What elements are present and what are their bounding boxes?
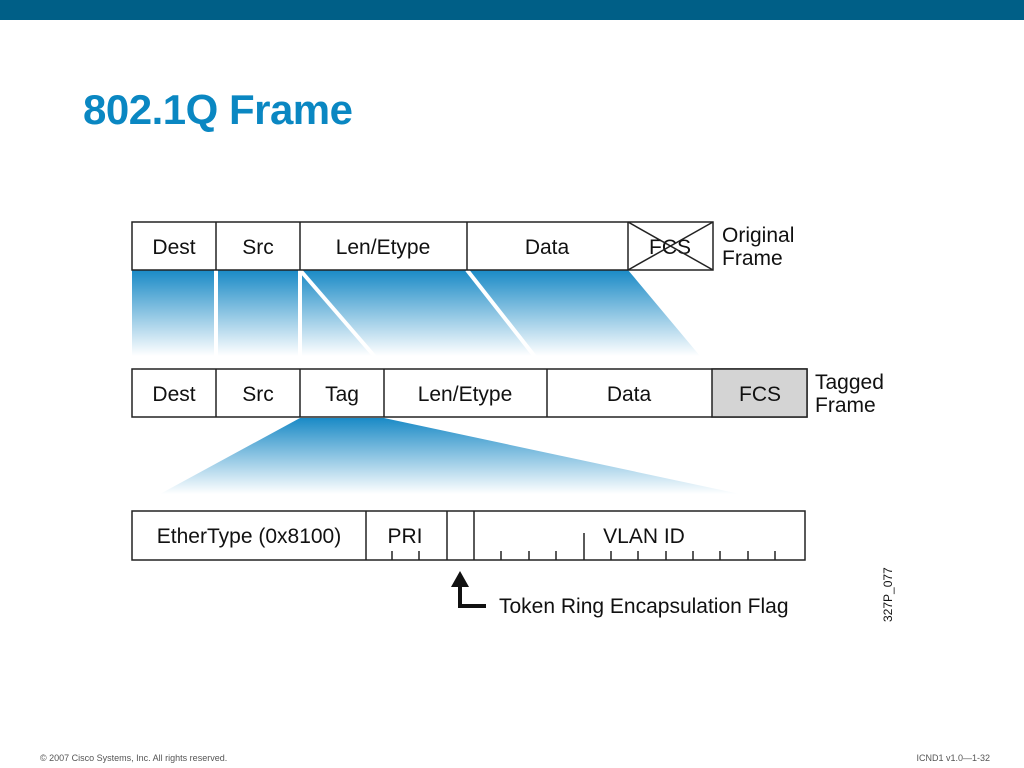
tagged-frame-label: Frame (815, 394, 876, 417)
original-field-dest: Dest (152, 236, 195, 259)
callout: Token Ring Encapsulation Flag (451, 571, 789, 618)
tagged-field-fcs: FCS (739, 383, 781, 406)
tagged-frame-box (131, 368, 808, 418)
fcs-cross-mark (627, 221, 714, 271)
tagged-field-len-etype: Len/Etype (418, 383, 513, 406)
band-divider (298, 268, 378, 360)
tag-expansion-band (160, 418, 740, 494)
band-divider (465, 268, 538, 360)
original-field-src: Src (242, 236, 274, 259)
tag-field-pri: PRI (387, 525, 422, 548)
original-field-len-etype: Len/Etype (336, 236, 431, 259)
original-to-tagged-band (132, 270, 700, 356)
original-frame: Dest Src Len/Etype Data FCS Original Fra… (131, 221, 794, 271)
tag-field-ethertype: EtherType (0x8100) (157, 525, 341, 548)
tagged-field-data: Data (607, 383, 652, 406)
figure-code: 327P_077 (881, 567, 895, 622)
tagged-frame-label: Tagged (815, 371, 884, 394)
tagged-field-src: Src (242, 383, 274, 406)
copyright-notice: © 2007 Cisco Systems, Inc. All rights re… (40, 753, 228, 763)
slide-title: 802.1Q Frame (83, 86, 353, 133)
tagged-frame: Dest Src Tag Len/Etype Data FCS Tagged F… (131, 368, 884, 418)
tagged-field-dest: Dest (152, 383, 195, 406)
original-frame-box (131, 221, 714, 271)
up-arrow-icon (451, 571, 469, 587)
course-code: ICND1 v1.0—1-32 (916, 753, 990, 763)
callout-label: Token Ring Encapsulation Flag (499, 595, 789, 618)
original-frame-label: Frame (722, 247, 783, 270)
original-field-data: Data (525, 236, 570, 259)
original-frame-label: Original (722, 224, 794, 247)
original-field-fcs: FCS (649, 236, 691, 259)
top-bar (0, 0, 1024, 20)
tag-detail: EtherType (0x8100) PRI VLAN ID (131, 510, 806, 561)
tagged-field-tag: Tag (325, 383, 359, 406)
tagged-fcs-cell (711, 368, 808, 418)
tag-field-vlan-id: VLAN ID (603, 525, 685, 548)
callout-leader (458, 585, 486, 608)
